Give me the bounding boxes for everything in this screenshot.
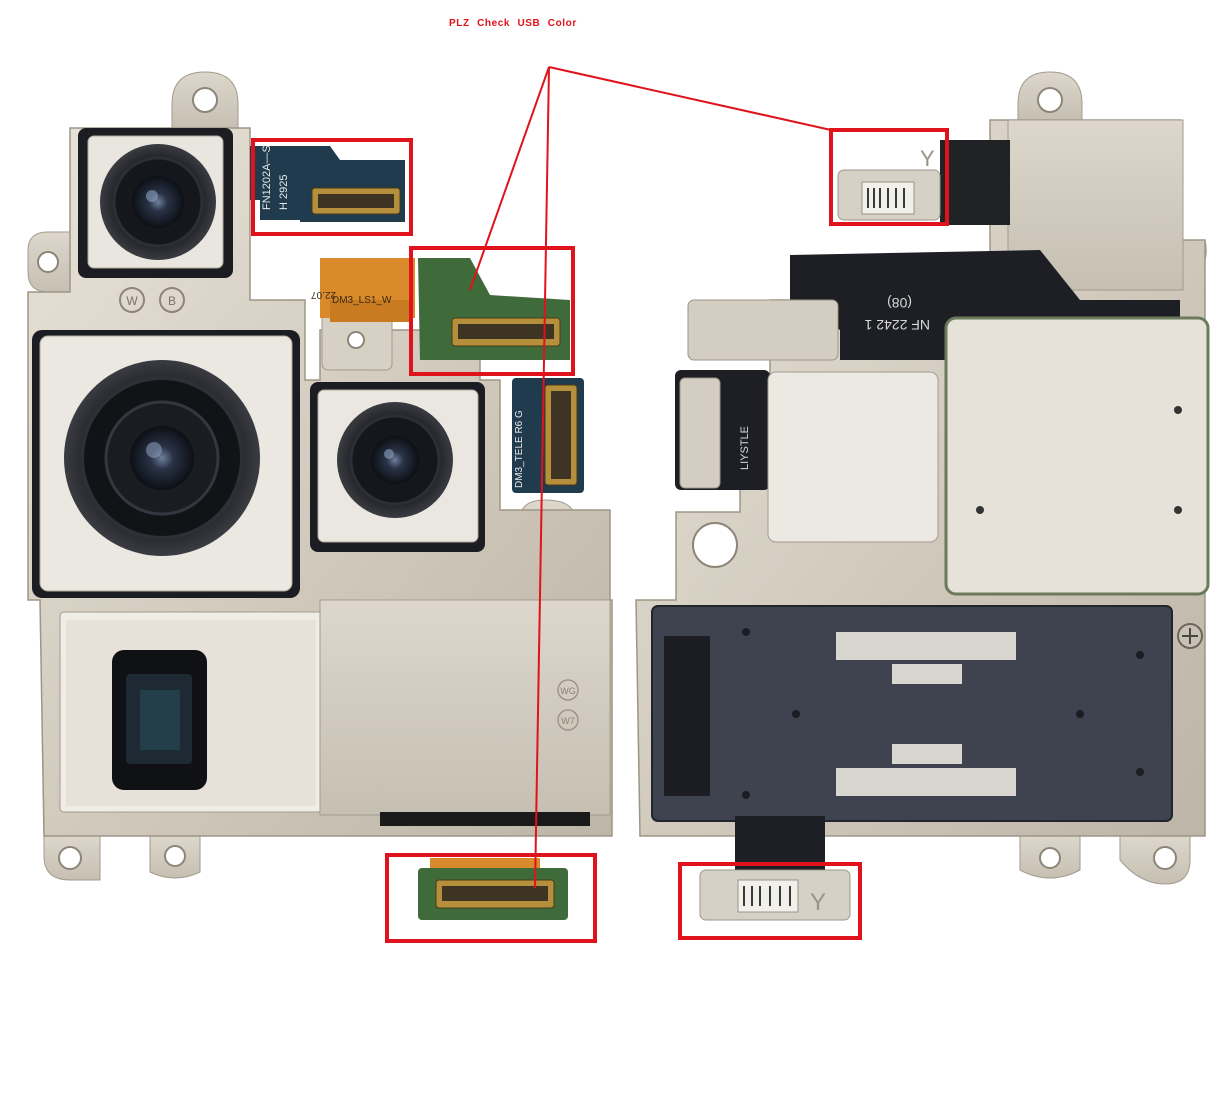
- back-small-label: LIYSTLE: [739, 426, 751, 470]
- back-shield-small: [767, 371, 939, 543]
- highlight-box-flex-bottom: [385, 853, 597, 943]
- back-shield-large: [944, 316, 1210, 596]
- barcode-icon: [737, 879, 799, 913]
- flex-right-label: DM3_TELE R6 G: [514, 410, 525, 488]
- badge-w: [119, 287, 145, 313]
- front-shield: [319, 599, 611, 816]
- flex-stiffener-left: [687, 299, 839, 361]
- flex-cable-top: FN1202A—S H 2925: [250, 145, 405, 222]
- flex-cable-green-middle: [418, 258, 570, 360]
- badge-w7-text: W7: [561, 716, 575, 726]
- sim-contacts: [836, 632, 1016, 796]
- flex-cable-orange: 22.07 DM3_LS1_W: [311, 258, 415, 322]
- badge-w-text: W: [126, 294, 138, 308]
- flex-cable-back-bottom: [735, 816, 825, 876]
- flex-label-1: FN1202A—S: [261, 145, 273, 210]
- highlight-annotations: [251, 128, 949, 943]
- highlight-box-flex-top: [251, 138, 413, 236]
- badge-b-text: B: [168, 294, 176, 308]
- flex-cable-back-main: [790, 250, 1180, 360]
- mount-hole-top: [192, 87, 218, 113]
- flex-label-2: H 2925: [278, 175, 290, 210]
- annotation-note: PLZ Check USB Color: [449, 18, 577, 29]
- back-flex-code-sub: (08): [887, 295, 912, 311]
- highlight-box-back-bottom: [678, 862, 862, 940]
- back-flex-code: NF 2242 1: [864, 317, 930, 333]
- highlight-box-back-top: [829, 128, 949, 226]
- marker-y-bottom: Y: [810, 889, 826, 916]
- highlight-box-flex-middle: [409, 246, 575, 376]
- badge-wg: [557, 679, 579, 701]
- badge-wg-text: WG: [560, 686, 576, 696]
- camera-module-back: Y NF 2242 1 (08) LIYSTLE: [635, 71, 1210, 921]
- camera-module-front: W B WG W7: [27, 71, 613, 920]
- flex-orange-label-2: DM3_LS1_W: [332, 295, 392, 306]
- badge-b: [159, 287, 185, 313]
- back-shield-dark: [651, 605, 1173, 822]
- flex-stiffener-small: [679, 377, 721, 489]
- flex-cable-right: DM3_TELE R6 G: [512, 378, 584, 493]
- badge-w7: [557, 709, 579, 731]
- flex-cable-back-top: [940, 140, 1010, 225]
- highlight-pointer-lines: [469, 66, 832, 889]
- flex-orange-label-1: 22.07: [311, 289, 336, 300]
- flex-cable-bottom: [418, 858, 568, 920]
- marker-y-top: Y: [920, 146, 935, 171]
